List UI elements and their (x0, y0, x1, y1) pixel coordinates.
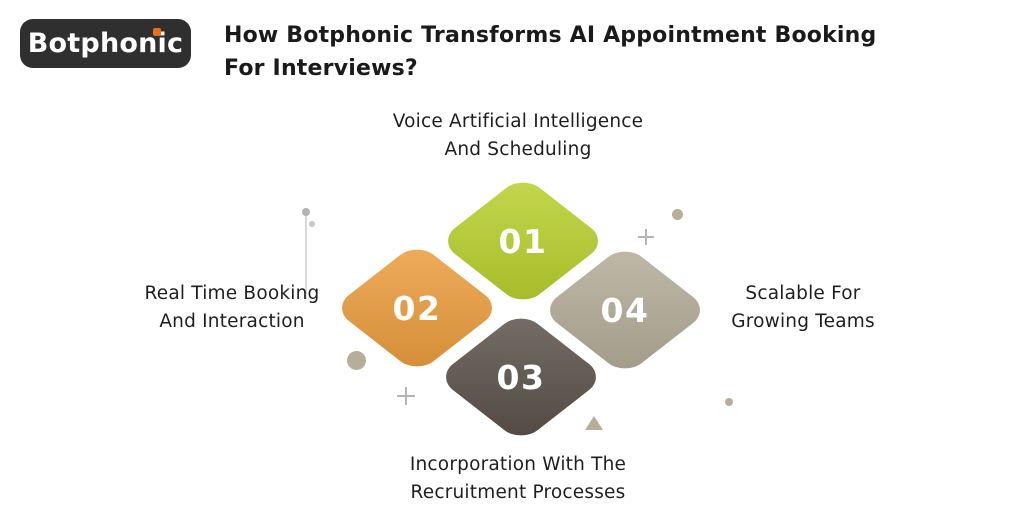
label-line: Scalable For (745, 283, 861, 304)
decor-triangle-icon (585, 416, 603, 430)
diamond-step-01: 01 (438, 174, 608, 308)
label-step-02: Real Time Booking And Interaction (82, 280, 382, 336)
diamond-step-02: 02 (332, 241, 502, 375)
decor-dot-icon (725, 398, 733, 406)
diamond-step-04: 04 (540, 243, 710, 377)
diamond-02-number: 02 (392, 288, 442, 328)
logo-i-dot-icon (153, 28, 161, 36)
decor-dot-icon (672, 209, 683, 220)
diamond-04-number: 04 (600, 290, 650, 330)
page-title-line1: How Botphonic Transforms AI Appointment … (224, 23, 877, 48)
diamond-step-03: 03 (436, 310, 606, 444)
label-step-03: Incorporation With The Recruitment Proce… (318, 451, 718, 507)
decor-vertical-line (305, 212, 307, 299)
label-step-04: Scalable For Growing Teams (653, 280, 953, 336)
label-line: Recruitment Processes (410, 482, 626, 503)
label-line: And Scheduling (444, 139, 592, 160)
label-line: Voice Artificial Intelligence (392, 111, 644, 132)
decor-plus-icon (397, 387, 415, 405)
page-title: How Botphonic Transforms AI Appointment … (224, 19, 924, 85)
label-line: Incorporation With The (409, 454, 627, 475)
decor-dot-icon (347, 351, 366, 370)
decor-plus-icon (638, 229, 654, 245)
decor-dot-icon (302, 208, 310, 216)
diamond-03-number: 03 (496, 357, 546, 397)
label-step-01: Voice Artificial Intelligence And Schedu… (318, 108, 718, 164)
label-line: And Interaction (159, 311, 305, 332)
label-line: Growing Teams (731, 311, 875, 332)
botphonic-logo: Botphonic (20, 19, 191, 68)
page-title-line2: For Interviews? (224, 56, 418, 81)
diamond-01-number: 01 (498, 221, 548, 261)
label-line: Real Time Booking (144, 283, 320, 304)
decor-dot-icon (309, 221, 315, 227)
